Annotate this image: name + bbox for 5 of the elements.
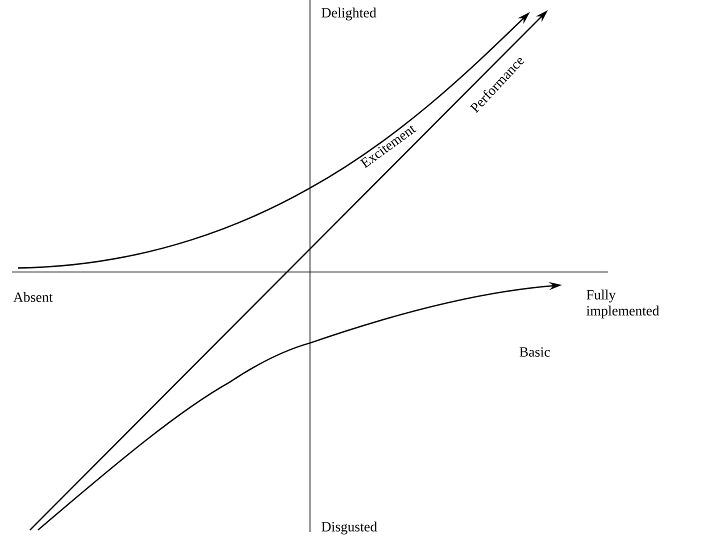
axis-label: Delighted [322, 8, 376, 20]
axis-label: Fully implemented [586, 290, 660, 318]
axis-label: Disgusted [322, 522, 378, 534]
curve-label: Basic [520, 347, 550, 357]
axis-label: Absent [13, 292, 53, 302]
